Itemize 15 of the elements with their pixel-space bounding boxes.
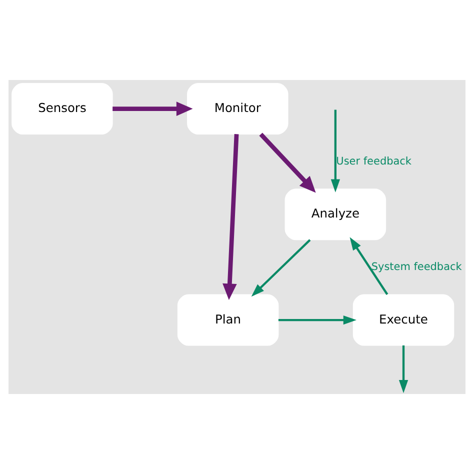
node-box: Analyze bbox=[284, 188, 386, 240]
arrow bbox=[278, 315, 356, 325]
node-box: Sensors bbox=[12, 83, 113, 135]
arrow bbox=[398, 345, 408, 394]
node-box: Execute bbox=[352, 294, 454, 346]
arrow bbox=[251, 239, 311, 297]
arrow bbox=[350, 237, 388, 295]
node-box: Plan bbox=[177, 294, 279, 346]
edge-label: System feedback bbox=[371, 260, 462, 273]
arrow bbox=[112, 102, 193, 116]
arrow bbox=[222, 134, 239, 300]
edge-label: User feedback bbox=[336, 155, 412, 168]
arrow bbox=[330, 110, 340, 192]
arrow bbox=[259, 132, 316, 193]
node-box: Monitor bbox=[187, 83, 288, 135]
